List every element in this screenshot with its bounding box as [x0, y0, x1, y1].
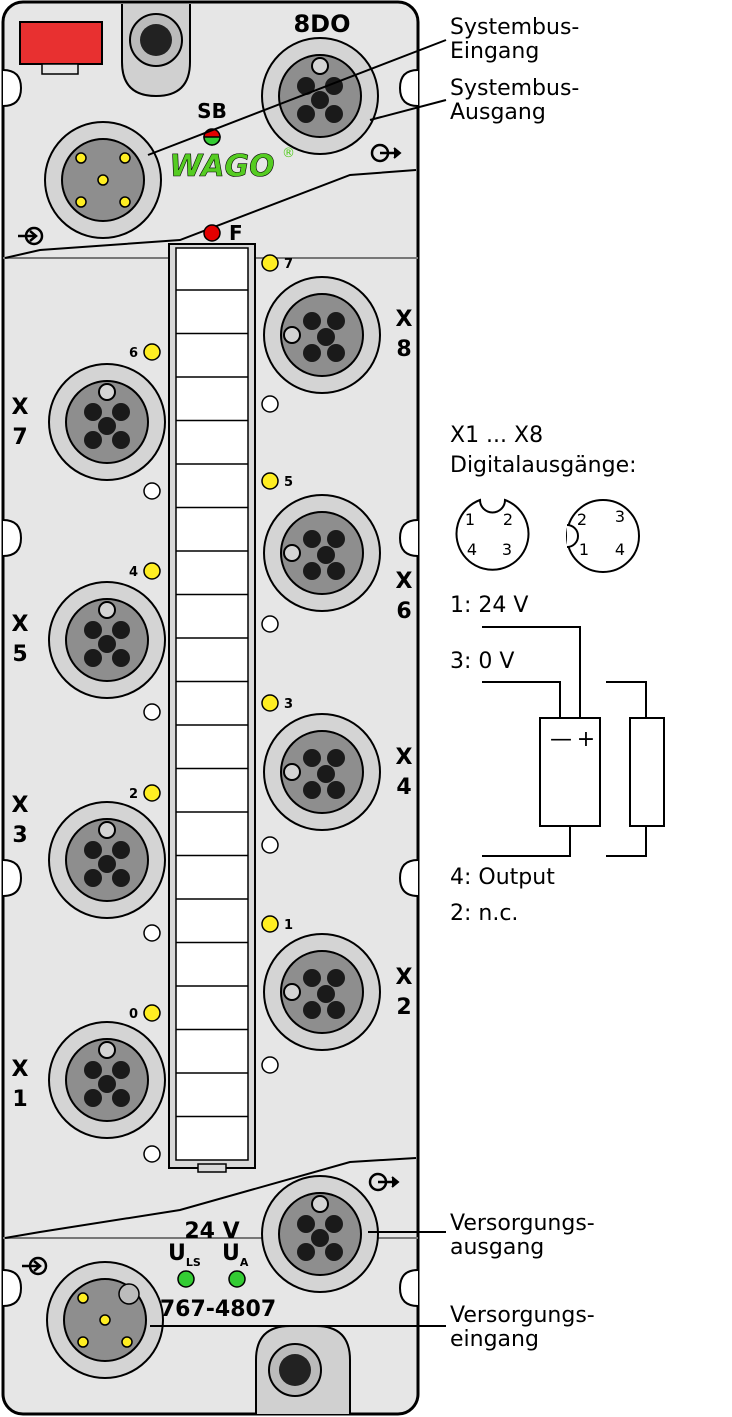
- svg-text:1: 1: [579, 540, 589, 559]
- led-label-ch2: 2: [129, 787, 138, 802]
- callout-supply-out: Versorgungs-ausgang: [450, 1211, 595, 1260]
- fault-led: [203, 224, 221, 242]
- led-ch4: [143, 562, 161, 580]
- mounting-screw-bottom: [255, 1325, 351, 1414]
- mounting-screw-top: [121, 4, 191, 98]
- uls-label: ULS: [168, 1241, 201, 1269]
- svg-text:4: 4: [467, 540, 477, 559]
- svg-text:3: 3: [615, 507, 625, 526]
- sb-led: [203, 128, 221, 146]
- svg-text:1: 1: [465, 510, 475, 529]
- sb-led-label: SB: [197, 99, 227, 123]
- svg-text:2: 2: [577, 510, 587, 529]
- pin-label-output: 4: Output: [450, 865, 555, 890]
- pin-label-0v: 3: 0 V: [450, 649, 514, 674]
- uls-led: [177, 1270, 195, 1288]
- connector-x5: [48, 581, 166, 699]
- led-ch3: [261, 694, 279, 712]
- led-label-ch7: 7: [284, 257, 293, 272]
- supply-in-connector: [46, 1261, 164, 1379]
- bus-out-icon: [370, 143, 402, 163]
- pinout-title-ports: X1 ... X8: [450, 423, 543, 448]
- fault-led-label: F: [229, 221, 243, 245]
- led-ch1: [261, 915, 279, 933]
- connector-x7: [48, 363, 166, 481]
- pin-label-24v: 1: 24 V: [450, 593, 528, 618]
- connector-x1: [48, 1021, 166, 1139]
- pinout-socket-male: 2 3 1 4: [566, 499, 640, 573]
- callout-systembus-out: Systembus-Ausgang: [450, 76, 579, 125]
- status-leds: 7 6 5 4 3 2 1 0: [129, 254, 293, 1022]
- connector-x3: [48, 801, 166, 919]
- ua-led: [228, 1270, 246, 1288]
- connector-x2: [263, 933, 381, 1051]
- connector-x4: [263, 713, 381, 831]
- led-label-ch4: 4: [129, 565, 138, 580]
- led-label-ch0: 0: [129, 1007, 138, 1022]
- connector-x6: [263, 494, 381, 612]
- supply-out-connector: [261, 1175, 379, 1293]
- led-label-ch6: 6: [129, 346, 138, 361]
- callout-systembus-in: Systembus-Eingang: [450, 15, 579, 64]
- marker-strip: [168, 243, 256, 1173]
- module-title: 8DO: [293, 10, 350, 38]
- unlit-leds: [143, 395, 279, 1163]
- led-ch2: [143, 784, 161, 802]
- led-ch0: [143, 1004, 161, 1022]
- pinout-socket-female: 1 2 4 3: [455, 498, 530, 571]
- systembus-in-connector: [44, 121, 162, 239]
- pinout-title-type: Digitalausgänge:: [450, 453, 637, 478]
- brand-logo: WAGO: [169, 149, 274, 184]
- led-ch6: [143, 343, 161, 361]
- mounting-notches: [2, 69, 419, 1307]
- minus-sign: —: [550, 727, 572, 752]
- supply-in-icon: [22, 1256, 48, 1276]
- callout-lines: [147, 39, 447, 1327]
- led-label-ch1: 1: [284, 918, 293, 933]
- svg-text:3: 3: [502, 540, 512, 559]
- wiring-diagram: [482, 626, 665, 857]
- systembus-out-connector: [261, 37, 379, 155]
- supply-out-icon: [368, 1172, 400, 1192]
- article-number: 767-4807: [160, 1297, 276, 1322]
- led-ch5: [261, 472, 279, 490]
- connector-x8: [263, 276, 381, 394]
- svg-text:4: 4: [615, 540, 625, 559]
- brand-mark: ®: [282, 146, 295, 161]
- pin-label-nc: 2: n.c.: [450, 901, 518, 926]
- led-label-ch5: 5: [284, 475, 293, 490]
- release-latch[interactable]: [19, 21, 103, 65]
- bus-in-icon: [18, 226, 44, 246]
- callout-supply-in: Versorgungs-eingang: [450, 1303, 595, 1352]
- ua-label: UA: [222, 1241, 249, 1269]
- led-label-ch3: 3: [284, 697, 293, 712]
- led-ch7: [261, 254, 279, 272]
- supply-voltage: 24 V: [184, 1219, 239, 1244]
- svg-text:2: 2: [503, 510, 513, 529]
- plus-sign: +: [577, 727, 595, 752]
